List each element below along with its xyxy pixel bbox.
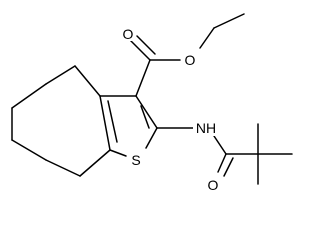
bond <box>135 59 151 97</box>
thiophene-ring <box>99 95 158 157</box>
atom-labels: O O NH O S <box>121 25 220 193</box>
atom-label-oxygen: O <box>123 26 134 42</box>
bond <box>223 157 234 177</box>
atom-label-oxygen: O <box>185 52 196 68</box>
bond <box>45 65 76 85</box>
atom-label-sulfur: S <box>131 152 140 168</box>
bond <box>11 139 47 161</box>
bond <box>109 149 127 157</box>
molecule-drawing: O O NH O S <box>11 13 293 193</box>
bond <box>11 83 47 109</box>
bond <box>135 95 158 129</box>
bond <box>199 27 215 49</box>
bond <box>217 153 227 173</box>
bond <box>140 105 150 129</box>
bond <box>145 127 158 149</box>
structure-svg: O O NH O S <box>11 13 293 193</box>
atom-label-nitrogen: NH <box>196 120 216 136</box>
ethyl-ester-group <box>129 13 245 97</box>
bond <box>136 35 156 55</box>
bond <box>99 95 111 151</box>
bond <box>45 159 81 177</box>
bond <box>79 149 111 177</box>
cyclooctane-ring <box>11 65 111 177</box>
bond <box>213 135 227 155</box>
bond <box>74 65 101 97</box>
pivaloyl-amide-group <box>156 123 293 185</box>
atom-label-oxygen: O <box>208 177 219 193</box>
bond <box>107 100 118 143</box>
bond <box>129 39 151 61</box>
bond <box>213 13 245 29</box>
